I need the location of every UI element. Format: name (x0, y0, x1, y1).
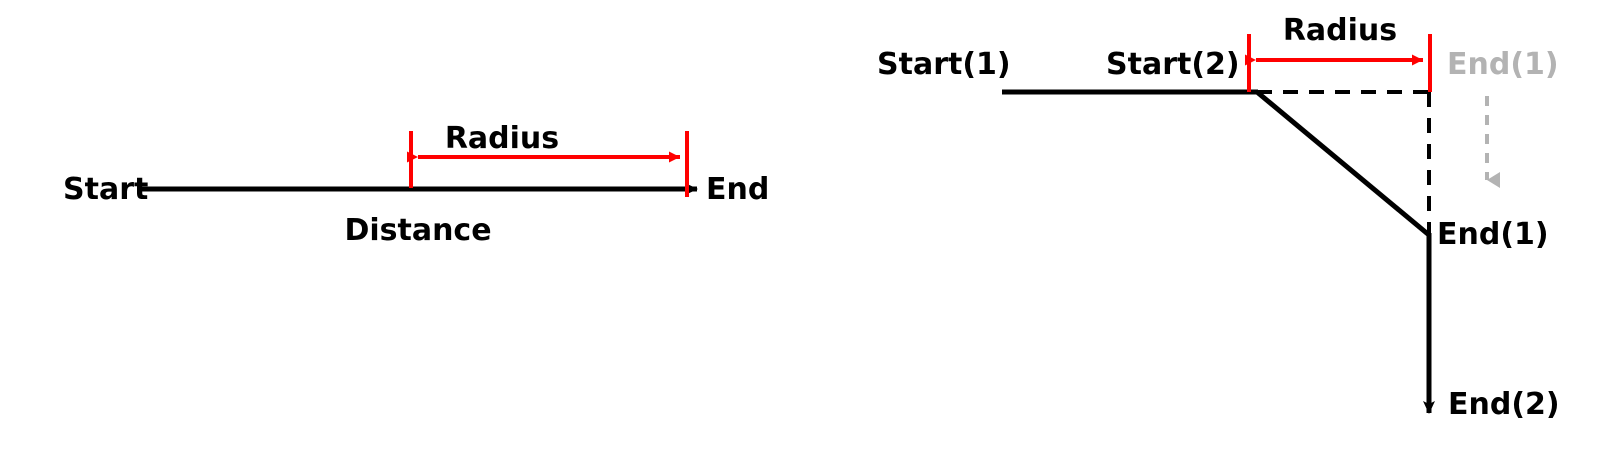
label-distance: Distance (344, 213, 491, 248)
label-end-2: End(2) (1448, 387, 1560, 422)
label-start: Start (63, 172, 148, 207)
right-panel-group: Start(1) Start(2) Radius End(1) End(1) E… (877, 13, 1560, 422)
segment-diagonal (1255, 90, 1431, 237)
label-end: End (706, 172, 769, 207)
label-start-1: Start(1) (877, 47, 1011, 82)
label-end-1: End(1) (1437, 217, 1549, 252)
left-panel-group: Start End Radius Distance (63, 121, 769, 248)
label-start-2: Start(2) (1106, 47, 1240, 82)
label-radius-right: Radius (1283, 13, 1397, 48)
label-end-1-ghost: End(1) (1447, 47, 1559, 82)
label-radius-left: Radius (445, 121, 559, 156)
